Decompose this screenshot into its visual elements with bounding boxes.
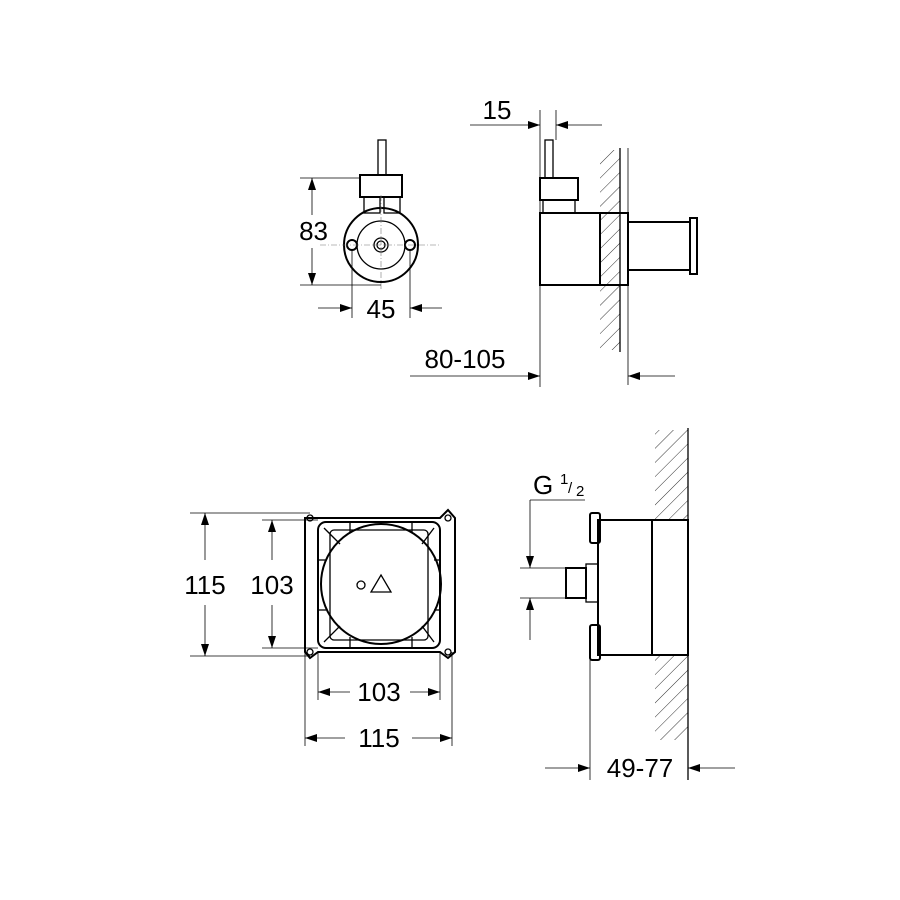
front-view: 83 45 (299, 139, 442, 324)
dim-side-depth: 80-105 (425, 344, 506, 374)
dim-thread-numerator: 1 (560, 471, 568, 488)
dim-install-depth: 49-77 (607, 753, 674, 783)
dim-thread-denominator: 2 (576, 483, 584, 500)
box-side-view: G 1 / 2 49-77 (520, 428, 735, 783)
dim-thread-label: G (533, 470, 553, 500)
dim-front-height: 83 (299, 216, 328, 246)
dim-box-outer-height: 115 (184, 570, 225, 600)
dim-thread-slash: / (568, 480, 573, 497)
dim-box-outer-width: 115 (358, 723, 399, 753)
box-front-view: 115 103 103 115 (184, 508, 456, 753)
recycle-icon (369, 573, 393, 593)
dim-front-width: 45 (367, 294, 396, 324)
side-view: 15 80-105 (410, 95, 698, 387)
dim-box-inner-height: 103 (250, 570, 293, 600)
dim-side-offset: 15 (483, 95, 512, 125)
dim-box-inner-width: 103 (357, 677, 400, 707)
